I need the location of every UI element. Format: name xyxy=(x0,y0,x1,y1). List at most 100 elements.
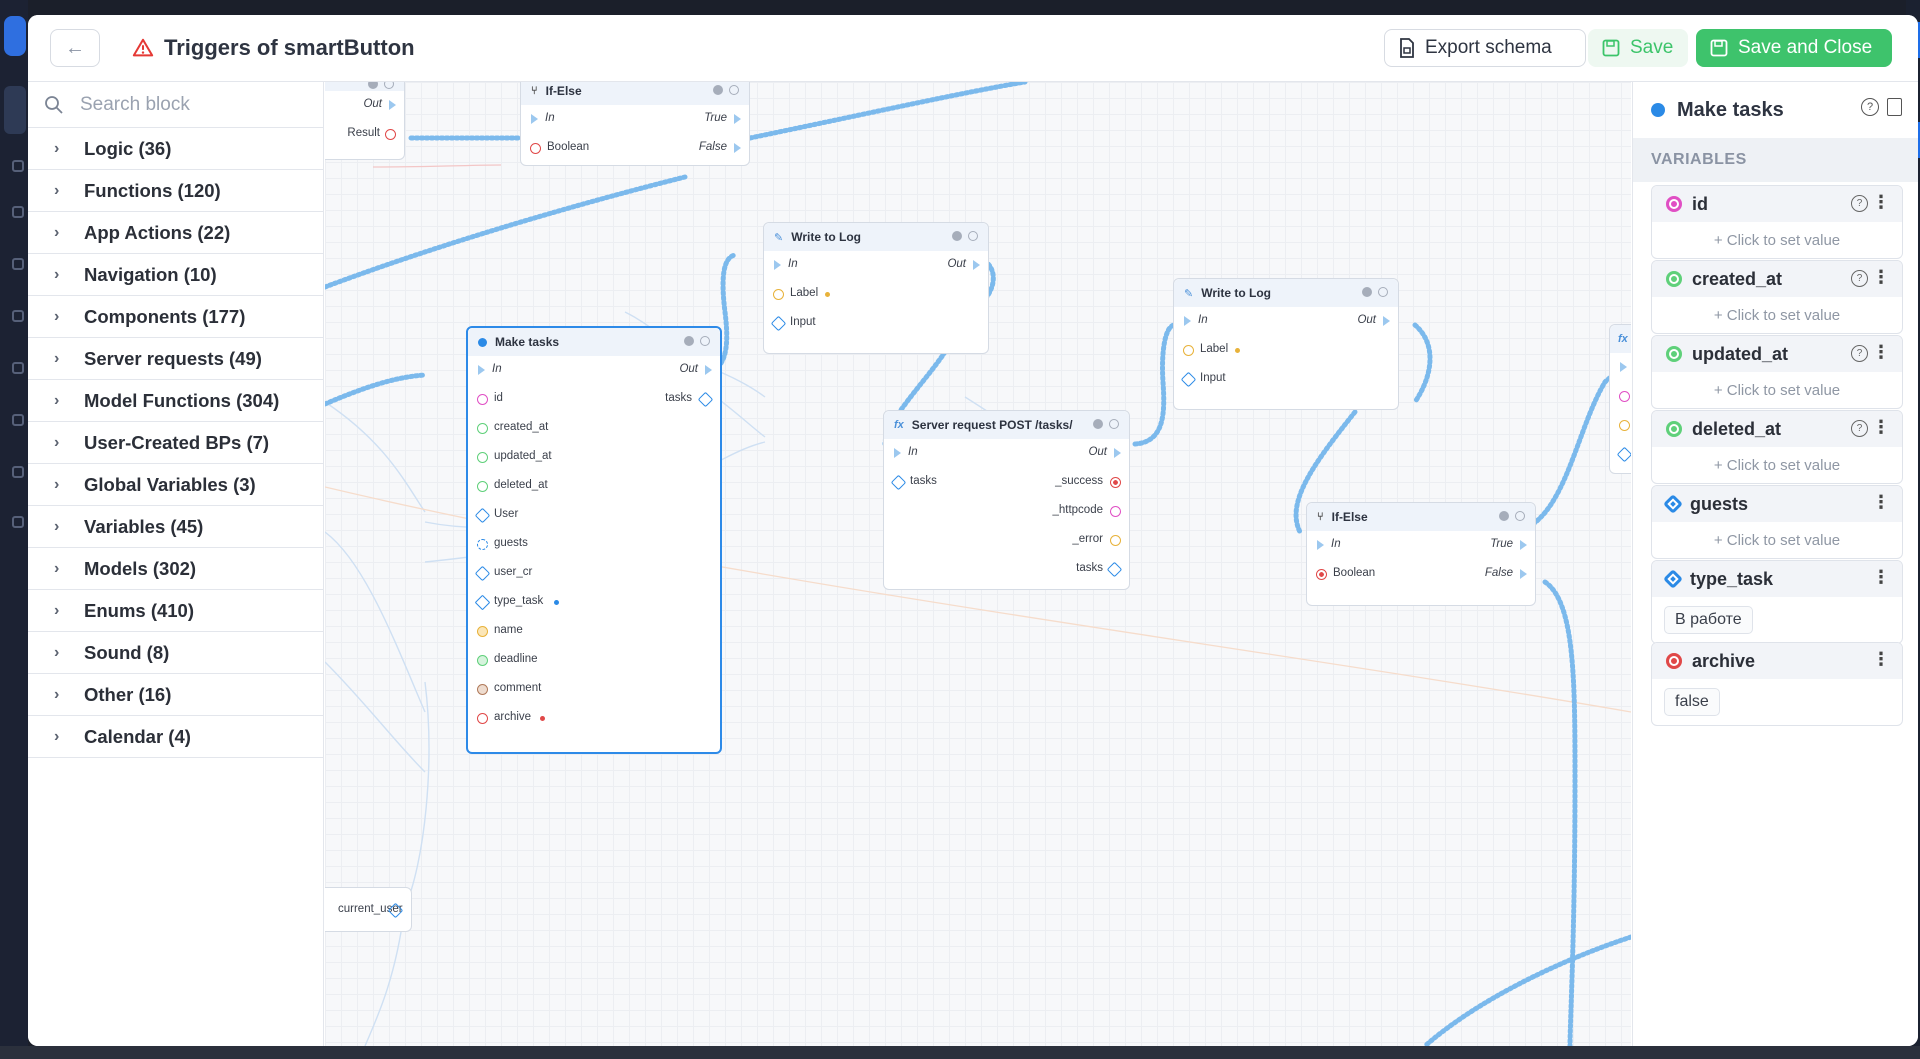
data-pin[interactable] xyxy=(1110,506,1121,517)
category-item[interactable]: ›User-Created BPs (7) xyxy=(28,422,323,464)
data-pin[interactable] xyxy=(477,684,488,695)
category-item[interactable]: ›Server requests (49) xyxy=(28,338,323,380)
variable-value[interactable]: В работе xyxy=(1664,606,1753,634)
exec-pin[interactable] xyxy=(1317,540,1324,550)
exec-pin[interactable] xyxy=(774,260,781,270)
data-pin[interactable] xyxy=(477,481,488,492)
category-item[interactable]: ›Components (177) xyxy=(28,296,323,338)
data-pin[interactable] xyxy=(477,539,488,550)
data-pin[interactable] xyxy=(697,391,714,408)
set-value-button[interactable]: + Click to set value xyxy=(1713,231,1841,249)
more-options-icon[interactable]: ⋮ xyxy=(1872,492,1890,512)
export-schema-button[interactable]: Export schema xyxy=(1384,29,1586,67)
category-item[interactable]: ›Sound (8) xyxy=(28,632,323,674)
help-icon[interactable]: ? xyxy=(1851,195,1868,212)
exec-pin[interactable] xyxy=(894,448,901,458)
set-value-button[interactable]: + Click to set value xyxy=(1713,456,1841,474)
category-item[interactable]: ›Model Functions (304) xyxy=(28,380,323,422)
exec-pin[interactable] xyxy=(389,100,396,110)
category-item[interactable]: ›Other (16) xyxy=(28,674,323,716)
data-pin[interactable] xyxy=(530,143,541,154)
exec-pin[interactable] xyxy=(1184,316,1191,326)
exec-pin[interactable] xyxy=(531,114,538,124)
data-pin[interactable] xyxy=(1106,561,1123,578)
data-pin[interactable] xyxy=(1183,345,1194,356)
category-item[interactable]: ›Models (302) xyxy=(28,548,323,590)
help-icon[interactable]: ? xyxy=(1861,98,1879,116)
data-pin[interactable] xyxy=(477,626,488,637)
data-pin[interactable] xyxy=(1619,420,1630,431)
data-pin[interactable] xyxy=(477,394,488,405)
category-item[interactable]: ›Enums (410) xyxy=(28,590,323,632)
save-button[interactable]: Save xyxy=(1588,29,1688,67)
more-options-icon[interactable]: ⋮ xyxy=(1872,342,1890,362)
data-pin[interactable] xyxy=(1110,535,1121,546)
comment-icon xyxy=(1109,419,1119,429)
data-pin[interactable] xyxy=(477,713,488,724)
help-icon[interactable]: ? xyxy=(1851,420,1868,437)
exec-pin[interactable] xyxy=(1114,448,1121,458)
help-icon[interactable]: ? xyxy=(1851,345,1868,362)
category-item[interactable]: ›Global Variables (3) xyxy=(28,464,323,506)
category-item[interactable]: ›Variables (45) xyxy=(28,506,323,548)
data-pin[interactable] xyxy=(1110,477,1121,488)
more-options-icon[interactable]: ⋮ xyxy=(1872,567,1890,587)
data-pin[interactable] xyxy=(477,452,488,463)
data-pin[interactable] xyxy=(477,655,488,666)
data-pin[interactable] xyxy=(1316,569,1327,580)
data-pin[interactable] xyxy=(477,423,488,434)
exec-pin[interactable] xyxy=(478,365,485,375)
data-pin[interactable] xyxy=(1616,446,1631,463)
category-label: Calendar (4) xyxy=(84,725,191,747)
help-icon[interactable]: ? xyxy=(1851,270,1868,287)
variable-value[interactable]: false xyxy=(1664,688,1720,716)
node-partial-right[interactable]: fx xyxy=(1609,324,1631,474)
set-value-button[interactable]: + Click to set value xyxy=(1713,306,1841,324)
pin-label-field: deleted_at xyxy=(494,479,548,491)
exec-pin[interactable] xyxy=(973,260,980,270)
more-options-icon[interactable]: ⋮ xyxy=(1872,267,1890,287)
pin-label-out: Out xyxy=(1357,314,1376,326)
save-and-close-button[interactable]: Save and Close xyxy=(1696,29,1892,67)
exec-pin[interactable] xyxy=(1520,569,1527,579)
data-pin[interactable] xyxy=(890,474,907,491)
category-item[interactable]: ›Functions (120) xyxy=(28,170,323,212)
node-current-user[interactable]: current_user xyxy=(325,887,412,932)
category-item[interactable]: ›Logic (36) xyxy=(28,128,323,170)
data-pin[interactable] xyxy=(474,594,491,611)
node-partial-top-left[interactable]: Out Result xyxy=(325,82,405,160)
set-value-button[interactable]: + Click to set value xyxy=(1713,381,1841,399)
more-options-icon[interactable]: ⋮ xyxy=(1872,649,1890,669)
exec-pin[interactable] xyxy=(734,143,741,153)
more-options-icon[interactable]: ⋮ xyxy=(1872,417,1890,437)
category-item[interactable]: ›Calendar (4) xyxy=(28,716,323,758)
pin-label-result: Result xyxy=(347,127,380,139)
exec-pin[interactable] xyxy=(734,114,741,124)
node-dot-icon xyxy=(1651,103,1665,117)
set-value-button[interactable]: + Click to set value xyxy=(1713,531,1841,549)
data-pin[interactable] xyxy=(1180,371,1197,388)
back-button[interactable]: ← xyxy=(50,29,100,67)
data-pin[interactable] xyxy=(474,565,491,582)
exec-pin[interactable] xyxy=(1383,316,1390,326)
exec-pin[interactable] xyxy=(1620,362,1627,372)
data-pin[interactable] xyxy=(773,289,784,300)
category-item[interactable]: ›App Actions (22) xyxy=(28,212,323,254)
search-block-input[interactable] xyxy=(80,93,300,116)
trash-icon[interactable] xyxy=(1887,98,1902,116)
exec-pin[interactable] xyxy=(705,365,712,375)
category-item[interactable]: ›Navigation (10) xyxy=(28,254,323,296)
data-pin[interactable] xyxy=(474,507,491,524)
data-pin[interactable] xyxy=(1619,391,1630,402)
data-pin[interactable] xyxy=(770,315,787,332)
exec-pin[interactable] xyxy=(1520,540,1527,550)
data-pin[interactable] xyxy=(385,129,396,140)
more-options-icon[interactable]: ⋮ xyxy=(1872,192,1890,212)
